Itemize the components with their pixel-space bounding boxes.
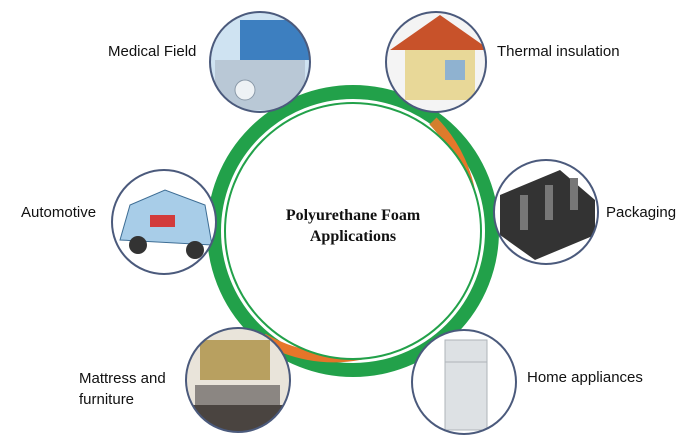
- medical-field-image: [210, 12, 310, 112]
- label-packaging: Packaging: [606, 204, 677, 221]
- label-mattress-line-2: furniture: [79, 391, 135, 408]
- central-title: Polyurethane Foam Applications: [253, 205, 453, 247]
- label-home-appliances: Home appliances: [527, 369, 643, 386]
- label-mattress-furniture: Mattress and furniture: [79, 368, 166, 410]
- packaging-image: [494, 160, 598, 264]
- central-ring: [207, 85, 499, 377]
- automotive-image: [112, 170, 216, 274]
- title-line-1: Polyurethane Foam: [285, 207, 421, 224]
- label-mattress-line-1: Mattress and: [79, 370, 166, 387]
- label-thermal-insulation: Thermal insulation: [497, 43, 620, 60]
- thermal-insulation-image: [386, 12, 486, 112]
- label-medical-field: Medical Field: [108, 43, 197, 60]
- title-line-2: Applications: [309, 228, 397, 245]
- home-appliances-image: [412, 330, 516, 434]
- label-automotive: Automotive: [21, 204, 97, 221]
